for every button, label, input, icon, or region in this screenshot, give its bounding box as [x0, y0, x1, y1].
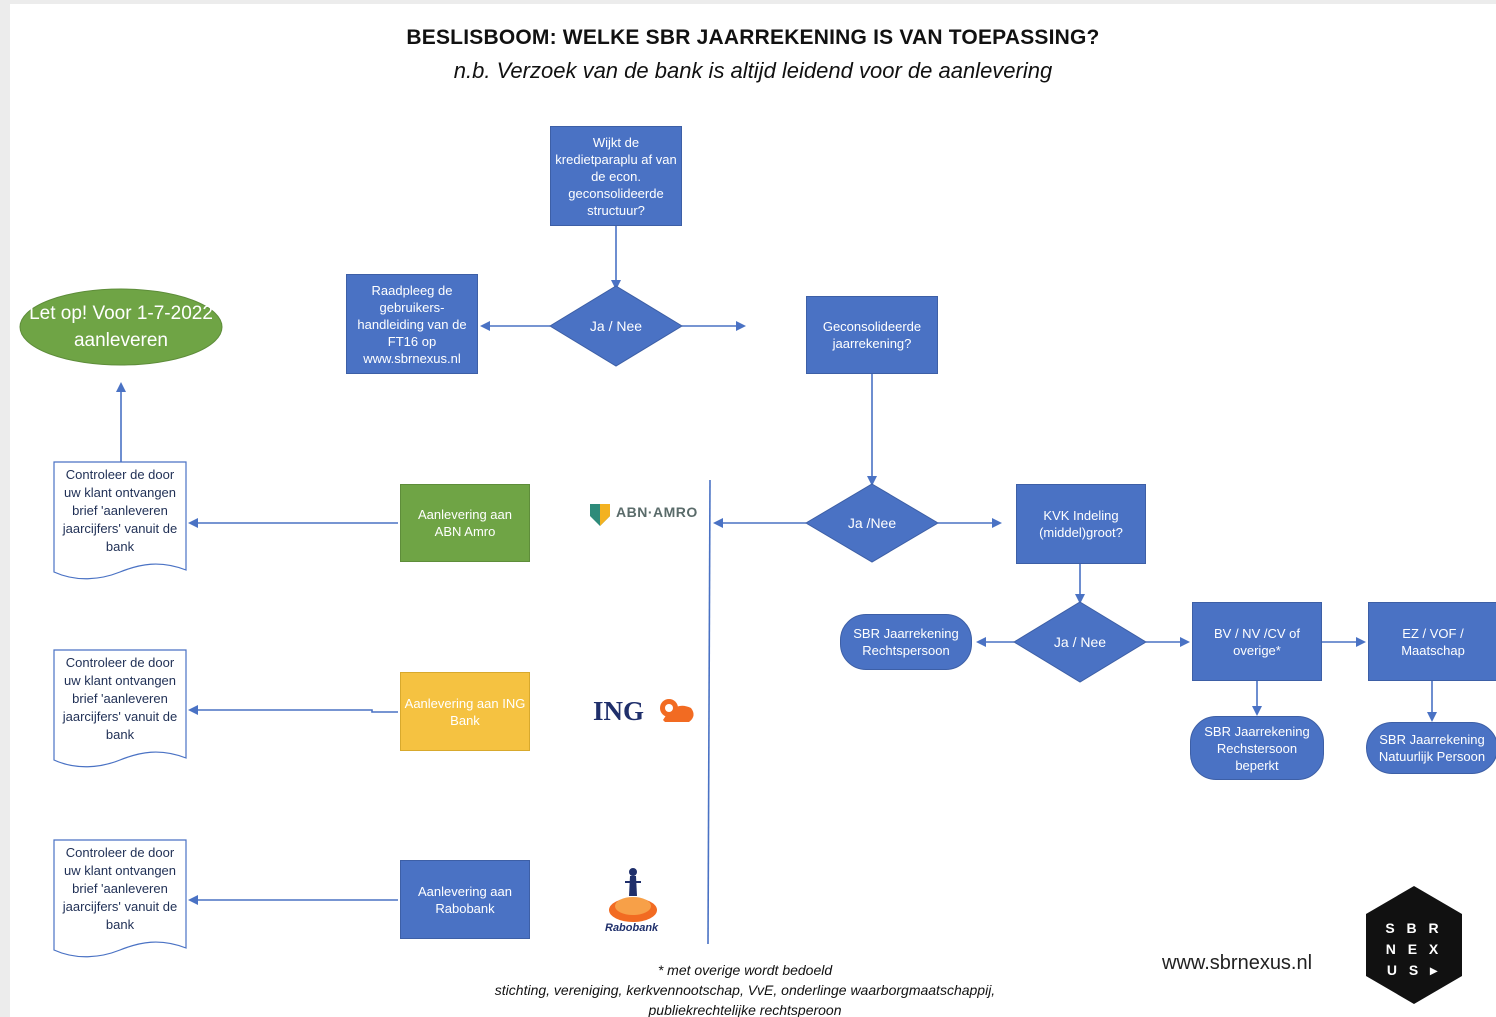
- node-sbr-rechtspersoon: SBR Jaarrekening Rechtspersoon: [840, 614, 972, 670]
- document-shape-1: [53, 461, 187, 580]
- ing-logo: ING: [593, 694, 703, 730]
- sbr-logo-line-3: U S: [1386, 962, 1423, 978]
- bank-divider-line: [707, 479, 711, 945]
- sbr-nexus-logo: S B R N E X U S ▸: [1362, 884, 1466, 1006]
- ing-lion-icon: [660, 699, 694, 722]
- abn-shield-icon: [590, 504, 610, 526]
- play-icon: ▸: [1430, 962, 1442, 978]
- node-sbr-beperkt: SBR Jaarrekening Rechstersoon beperkt: [1190, 716, 1324, 780]
- decision-diamond-1: [549, 285, 683, 367]
- decision-diamond-3: [1013, 601, 1147, 683]
- node-wijkt-af: Wijkt de kredietparaplu af van de econ. …: [550, 126, 682, 226]
- node-geconsolideerde: Geconsolideerde jaarrekening?: [806, 296, 938, 374]
- connector-layer: [19, 226, 1437, 958]
- decision-label-3: Ja / Nee: [1053, 634, 1107, 650]
- node-let-op: Let op! Voor 1-7-2022 aanleveren: [29, 303, 213, 351]
- node-aanlevering-abn: Aanlevering aan ABN Amro: [400, 484, 530, 562]
- document-text-1: Controleer de door uw klant ontvangen br…: [62, 467, 178, 554]
- sbr-logo-line-2: N E X: [1385, 941, 1443, 957]
- decision-label-1: Ja / Nee: [589, 318, 643, 334]
- edge-ing-to-controleer: [188, 705, 398, 715]
- document-shape-2: [53, 649, 187, 768]
- footnote: * met overige wordt bedoeld stichting, v…: [365, 960, 1125, 1017]
- document-text-2: Controleer de door uw klant ontvangen br…: [62, 655, 178, 742]
- footnote-line-2: stichting, vereniging, kerkvennootschap,…: [494, 982, 996, 998]
- let-op-ellipse: [19, 288, 223, 366]
- node-aanlevering-rabo: Aanlevering aan Rabobank: [400, 860, 530, 939]
- rabobank-figure-icon: [609, 868, 657, 922]
- page-title: BESLISBOOM: WELKE SBR JAARREKENING IS VA…: [406, 26, 1100, 49]
- node-raadpleeg: Raadpleeg de gebruikers-handleiding van …: [346, 274, 478, 374]
- node-ez-vof: EZ / VOF / Maatschap: [1368, 602, 1496, 681]
- node-sbr-natuurlijk: SBR Jaarrekening Natuurlijk Persoon: [1366, 722, 1496, 774]
- hexagon-icon: [1366, 886, 1462, 1004]
- rabobank-logo: Rabobank: [597, 864, 667, 940]
- document-text-3: Controleer de door uw klant ontvangen br…: [62, 845, 178, 932]
- footnote-line-1: * met overige wordt bedoeld: [657, 962, 833, 978]
- abn-amro-logo: ABN·AMRO: [588, 500, 698, 530]
- node-kvk: KVK Indeling (middel)groot?: [1016, 484, 1146, 564]
- node-bv-nv: BV / NV /CV of overige*: [1192, 602, 1322, 681]
- footnote-line-3: publiekrechtelijke rechtsperoon: [648, 1002, 842, 1017]
- sbr-logo-line-1: S B R: [1385, 920, 1443, 936]
- page-subtitle: n.b. Verzoek van de bank is altijd leide…: [453, 58, 1053, 83]
- document-shape-3: [53, 839, 187, 958]
- website-link[interactable]: www.sbrnexus.nl: [1162, 952, 1313, 974]
- decision-diamond-2: [805, 483, 939, 563]
- decision-label-2: Ja /Nee: [847, 515, 897, 531]
- flowchart-page: BESLISBOOM: WELKE SBR JAARREKENING IS VA…: [10, 4, 1496, 1017]
- node-aanlevering-ing: Aanlevering aan ING Bank: [400, 672, 530, 751]
